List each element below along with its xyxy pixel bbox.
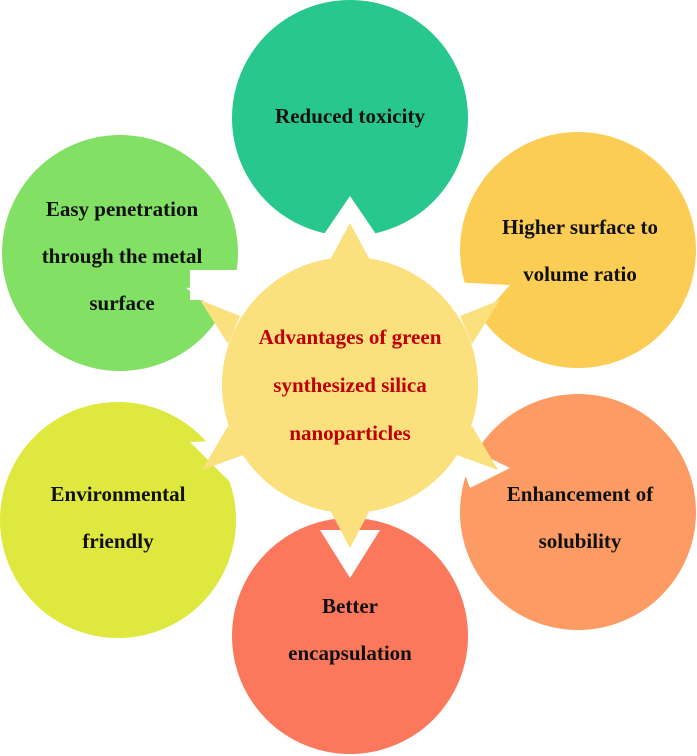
center-title: Advantages of green synthesized silica n… bbox=[222, 313, 478, 457]
petal-upper-left-line-1: Easy penetration bbox=[45, 196, 199, 221]
petal-top-line-1: Reduced toxicity bbox=[275, 103, 425, 128]
petal-lower-left-label: Environmental friendly bbox=[0, 470, 236, 566]
petal-lower-left-line-1: Environmental bbox=[50, 482, 186, 506]
petal-bottom-line-2: encapsulation bbox=[288, 641, 412, 665]
petal-top-label: Reduced toxicity bbox=[232, 92, 468, 140]
center-title-line-2: synthesized silica bbox=[273, 373, 427, 397]
center-title-line-1: Advantages of green bbox=[258, 325, 442, 349]
center-title-line-3: nanoparticles bbox=[289, 421, 411, 445]
petal-upper-left-line-3: surface bbox=[89, 290, 155, 315]
petal-lower-right-circle bbox=[460, 394, 696, 630]
petal-upper-right-circle bbox=[460, 132, 696, 368]
petal-lower-left-circle bbox=[0, 402, 236, 638]
petal-upper-right-line-1: Higher surface to bbox=[502, 215, 658, 239]
petal-bottom-circle bbox=[232, 518, 468, 754]
petal-upper-left-line-2: through the metal bbox=[41, 243, 203, 268]
petal-upper-right-label: Higher surface to volume ratio bbox=[462, 203, 697, 299]
petal-upper-left-label: Easy penetration through the metal surfa… bbox=[0, 185, 244, 327]
petal-bottom-line-1: Better bbox=[322, 594, 378, 618]
petal-upper-left-circle bbox=[2, 135, 238, 371]
sun-circle bbox=[222, 257, 478, 513]
petal-lower-right-line-2: solubility bbox=[538, 529, 622, 553]
petal-upper-right-line-2: volume ratio bbox=[523, 262, 637, 286]
petal-lower-right-line-1: Enhancement of bbox=[506, 482, 654, 506]
petal-lower-right-label: Enhancement of solubility bbox=[462, 470, 697, 566]
petal-bottom-label: Better encapsulation bbox=[232, 582, 468, 678]
petal-lower-left-line-2: friendly bbox=[82, 529, 154, 553]
petal-top-circle bbox=[232, 0, 468, 236]
